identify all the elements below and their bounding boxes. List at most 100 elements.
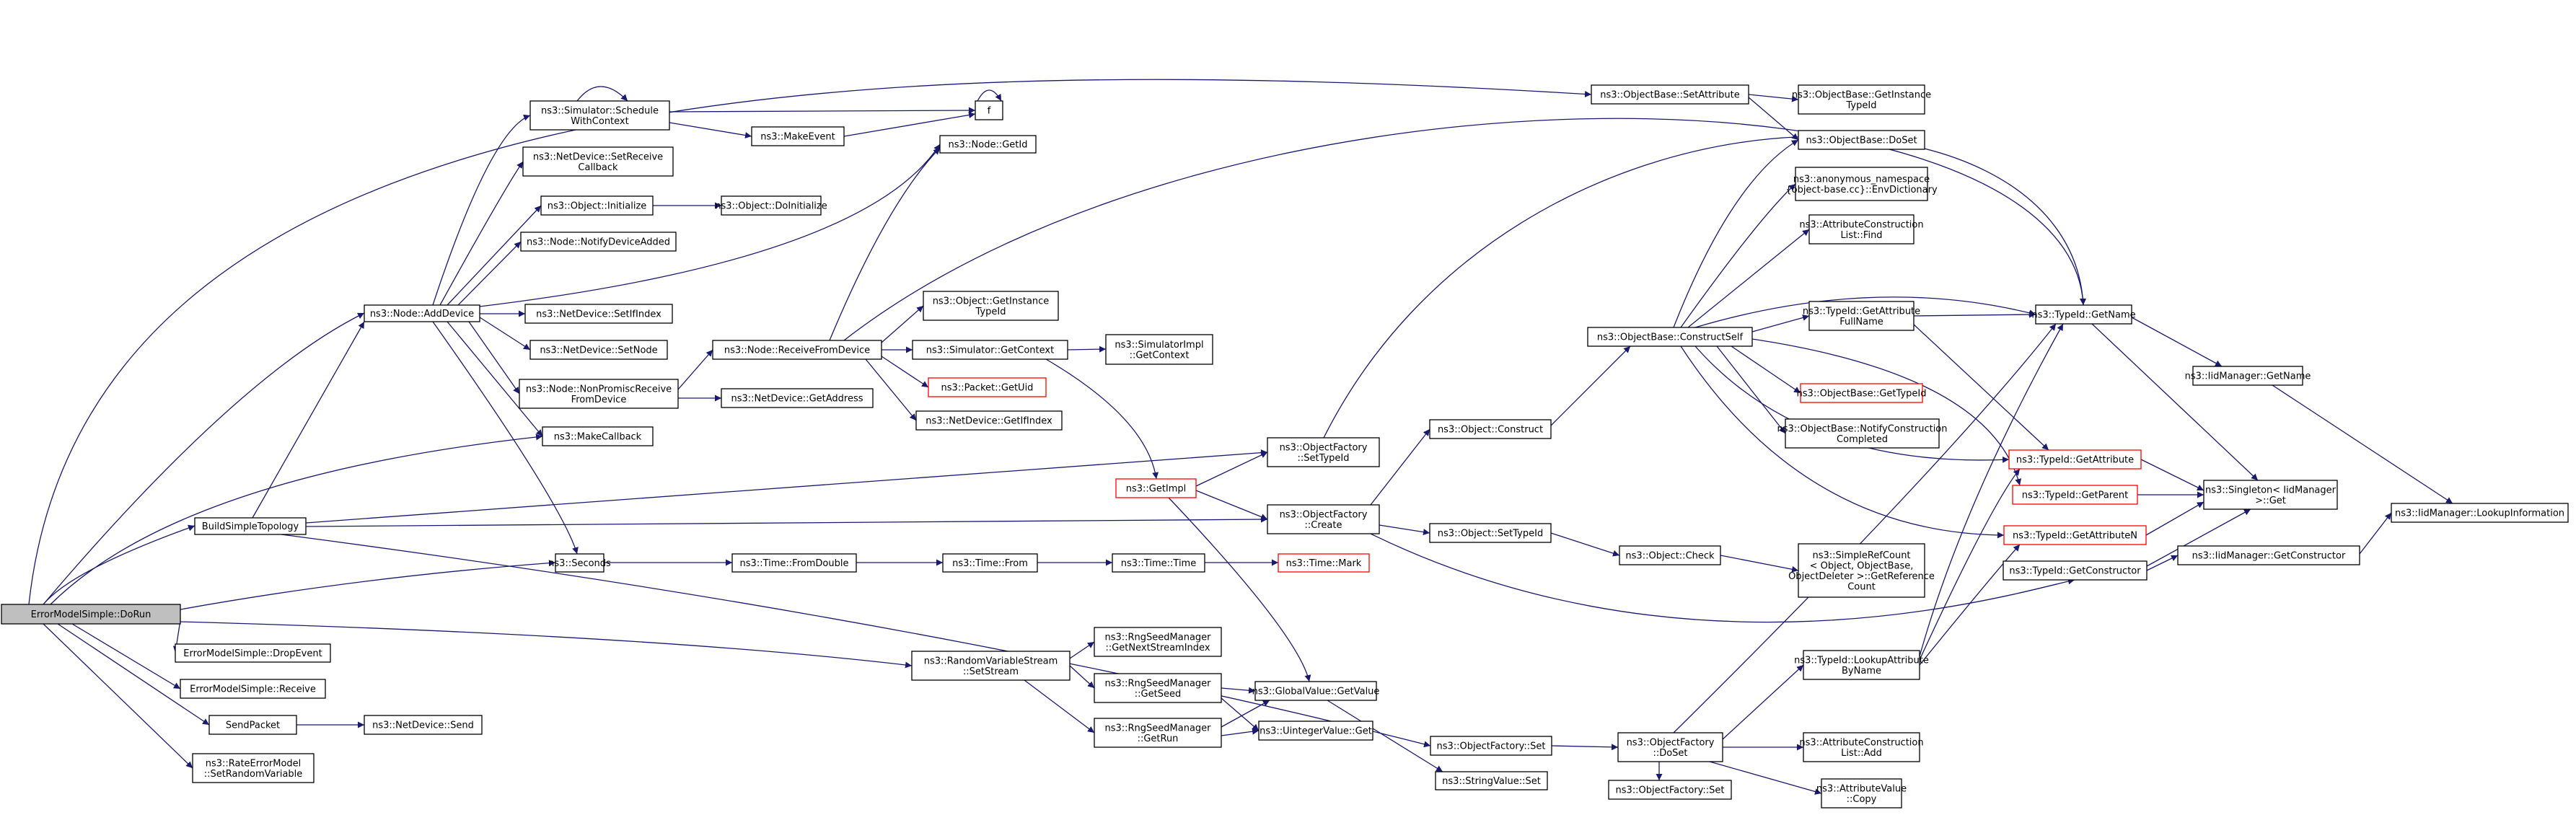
graph-node-n20[interactable]: ns3::NetDevice::GetIfIndex xyxy=(915,410,1063,431)
graph-node-n33[interactable]: ns3::NetDevice::Send xyxy=(364,715,483,735)
graph-node-n8[interactable]: ns3::Object::DoInitialize xyxy=(715,195,827,216)
graph-node-n61[interactable]: ns3::TypeId::GetName xyxy=(2031,304,2136,325)
graph-node-n10[interactable]: ns3::NetDevice::SetIfIndex xyxy=(524,304,673,324)
graph-node-n38[interactable]: ns3::RngSeedManager::GetRun xyxy=(1094,718,1222,748)
graph-node-box xyxy=(175,643,331,663)
graph-node-n32[interactable]: SendPacket xyxy=(208,715,297,735)
graph-node-n57[interactable]: ns3::SimpleRefCount< Object, ObjectBase,… xyxy=(1788,543,1935,598)
graph-node-n22[interactable]: ns3::GetImpl xyxy=(1115,478,1197,498)
graph-node-label: ns3::TypeId::GetAttribute xyxy=(2016,455,2134,466)
graph-node-n5[interactable]: ns3::MakeEvent xyxy=(751,126,845,146)
edge-n2-n3 xyxy=(432,114,531,306)
graph-node-n34[interactable]: ns3::RateErrorModel::SetRandomVariable xyxy=(192,753,315,783)
graph-node-n60[interactable]: ns3::AttributeValue::Copy xyxy=(1816,778,1907,809)
graph-node-n19[interactable]: ns3::Packet::GetUid xyxy=(928,377,1047,397)
graph-node-n51[interactable]: ns3::ObjectBase::DoSet xyxy=(1798,130,1925,150)
graph-node-n62[interactable]: ns3::IidManager::GetName xyxy=(2185,366,2311,386)
graph-node-n67[interactable]: ns3::Singleton< IidManager>::Get xyxy=(2203,480,2338,510)
graph-node-n17[interactable]: ns3::Simulator::GetContext xyxy=(912,340,1068,360)
graph-node-n0[interactable]: ErrorModelSimple::DoRun xyxy=(1,604,181,625)
graph-node-n31[interactable]: ErrorModelSimple::Receive xyxy=(180,679,326,699)
graph-node-n37[interactable]: ns3::RngSeedManager::GetSeed xyxy=(1094,673,1222,703)
graph-node-n47[interactable]: ns3::Object::Check xyxy=(1619,545,1721,565)
graph-node-n23[interactable]: ns3::ObjectFactory::SetTypeId xyxy=(1267,437,1380,467)
graph-node-label: ::GetNextStreamIndex xyxy=(1105,643,1210,653)
graph-node-n55[interactable]: ns3::ObjectBase::GetTypeId xyxy=(1797,383,1927,403)
graph-node-n21[interactable]: ns3::NetDevice::GetAddress xyxy=(721,388,874,408)
graph-node-n49[interactable]: ns3::ObjectBase::ConstructSelf xyxy=(1587,327,1753,347)
graph-node-label: List::Add xyxy=(1841,748,1882,759)
graph-node-n43[interactable]: ns3::ObjectFactory::DoSet xyxy=(1617,732,1723,762)
graph-node-label: ns3::ObjectFactory xyxy=(1280,509,1368,520)
graph-node-label: ns3::Singleton< IidManager xyxy=(2205,485,2337,495)
edge-n2-n9 xyxy=(457,241,522,306)
graph-node-n7[interactable]: ns3::Object::Initialize xyxy=(540,195,654,216)
graph-node-n64[interactable]: ns3::TypeId::GetParent xyxy=(2012,485,2138,505)
graph-node-n66[interactable]: ns3::TypeId::GetConstructor xyxy=(2003,560,2148,581)
graph-node-n26[interactable]: ns3::Time::FromDouble xyxy=(731,553,857,573)
edge-n3-n4 xyxy=(669,107,976,114)
graph-node-n63[interactable]: ns3::TypeId::GetAttribute xyxy=(2008,449,2142,470)
graph-node-n45[interactable]: ns3::Object::Construct xyxy=(1429,419,1552,439)
graph-node-n9[interactable]: ns3::Node::NotifyDeviceAdded xyxy=(520,232,677,252)
graph-node-n13[interactable]: ns3::MakeCallback xyxy=(542,426,654,446)
graph-node-n30[interactable]: ErrorModelSimple::DropEvent xyxy=(175,643,331,663)
graph-node-n29[interactable]: ns3::Time::Mark xyxy=(1278,553,1370,573)
graph-node-n2[interactable]: ns3::Node::AddDevice xyxy=(364,304,480,322)
graph-node-n35[interactable]: ns3::RandomVariableStream::SetStream xyxy=(911,651,1071,681)
graph-node-n46[interactable]: ns3::Object::SetTypeId xyxy=(1429,523,1552,543)
edge-n54-n63 xyxy=(1913,324,2049,451)
graph-node-label: ns3::MakeCallback xyxy=(554,432,642,443)
edge-n35-n36 xyxy=(1069,641,1095,659)
edge-n48-n51 xyxy=(1748,97,1799,141)
edge-n3-n5 xyxy=(669,122,752,138)
graph-node-box xyxy=(1803,732,1920,762)
graph-node-n69[interactable]: ns3::IidManager::LookupInformation xyxy=(2391,503,2569,523)
graph-node-label: >::Get xyxy=(2255,495,2286,506)
graph-node-n44[interactable]: ns3::ObjectFactory::Set xyxy=(1608,780,1732,800)
graph-node-n28[interactable]: ns3::Time::Time xyxy=(1112,553,1205,573)
edge-n37-n39 xyxy=(1221,687,1256,694)
edge-n47-n57 xyxy=(1720,555,1799,573)
graph-node-n39[interactable]: ns3::GlobalValue::GetValue xyxy=(1252,681,1380,701)
graph-node-label: TypeId xyxy=(1846,100,1877,111)
graph-node-n48[interactable]: ns3::ObjectBase::SetAttribute xyxy=(1591,84,1749,105)
graph-node-label: ns3::Node::GetId xyxy=(949,140,1028,151)
graph-node-n25[interactable]: ns3::Seconds xyxy=(548,553,611,573)
graph-node-n41[interactable]: ns3::StringValue::Set xyxy=(1435,771,1548,790)
graph-node-n15[interactable]: ns3::Node::ReceiveFromDevice xyxy=(712,340,882,360)
graph-node-box xyxy=(1429,419,1552,439)
graph-node-n65[interactable]: ns3::TypeId::GetAttributeN xyxy=(2003,525,2147,545)
graph-node-n68[interactable]: ns3::IidManager::GetConstructor xyxy=(2177,545,2360,565)
edge-n66-n67 xyxy=(2146,508,2251,567)
graph-node-n52[interactable]: ns3::anonymous_namespace{object-base.cc}… xyxy=(1785,167,1938,201)
graph-node-label: ::Create xyxy=(1305,520,1342,531)
graph-node-n56[interactable]: ns3::ObjectBase::NotifyConstructionCompl… xyxy=(1777,418,1948,449)
graph-node-box xyxy=(1795,167,1928,201)
graph-node-n36[interactable]: ns3::RngSeedManager::GetNextStreamIndex xyxy=(1094,627,1222,657)
graph-node-n24[interactable]: ns3::ObjectFactory::Create xyxy=(1267,504,1380,534)
graph-node-n40[interactable]: ns3::UintegerValue::Get xyxy=(1258,721,1373,741)
graph-node-n18[interactable]: ns3::SimulatorImpl::GetContext xyxy=(1105,334,1213,365)
graph-node-n42[interactable]: ns3::ObjectFactory::Set xyxy=(1430,736,1552,756)
graph-node-label: ns3::AttributeConstruction xyxy=(1799,219,1923,230)
graph-node-n4[interactable]: f xyxy=(975,100,1003,120)
graph-node-n27[interactable]: ns3::Time::From xyxy=(942,553,1038,573)
graph-node-label: ::GetRun xyxy=(1138,734,1179,744)
graph-node-n1[interactable]: BuildSimpleTopology xyxy=(194,517,307,535)
graph-node-n11[interactable]: ns3::NetDevice::SetNode xyxy=(529,340,668,360)
graph-node-label: ns3::IidManager::GetName xyxy=(2185,371,2311,382)
edge-n37-n40 xyxy=(1221,697,1260,731)
graph-node-n14[interactable]: ns3::Node::GetId xyxy=(939,135,1037,154)
graph-node-label: ns3::Node::NotifyDeviceAdded xyxy=(527,237,670,248)
